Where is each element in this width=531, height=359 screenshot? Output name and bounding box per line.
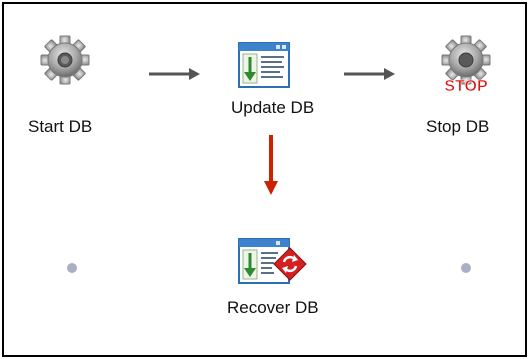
edge-update-to-stop [344, 68, 395, 80]
connector-dot-left[interactable] [66, 262, 78, 274]
node-update-db[interactable] [238, 42, 290, 88]
node-label-start-db: Start DB [28, 117, 93, 136]
edge-start-to-update [149, 68, 200, 80]
node-stop-db[interactable]: STOP [439, 34, 493, 94]
window-recover-icon [238, 238, 307, 284]
node-label-stop-db: Stop DB [426, 117, 490, 136]
gear-stop-icon: STOP [441, 35, 491, 94]
node-label-update-db: Update DB [231, 98, 315, 117]
diagram-canvas: Start DB Update DB [2, 2, 527, 357]
edge-update-to-recover [264, 135, 278, 195]
stop-badge: STOP [444, 78, 488, 94]
gear-icon [40, 35, 90, 85]
node-label-recover-db: Recover DB [227, 298, 319, 317]
node-start-db[interactable] [40, 34, 90, 86]
node-recover-db[interactable] [238, 238, 308, 286]
connector-dot-right[interactable] [460, 262, 472, 274]
window-update-icon [238, 42, 290, 88]
recover-badge-icon [273, 247, 307, 281]
